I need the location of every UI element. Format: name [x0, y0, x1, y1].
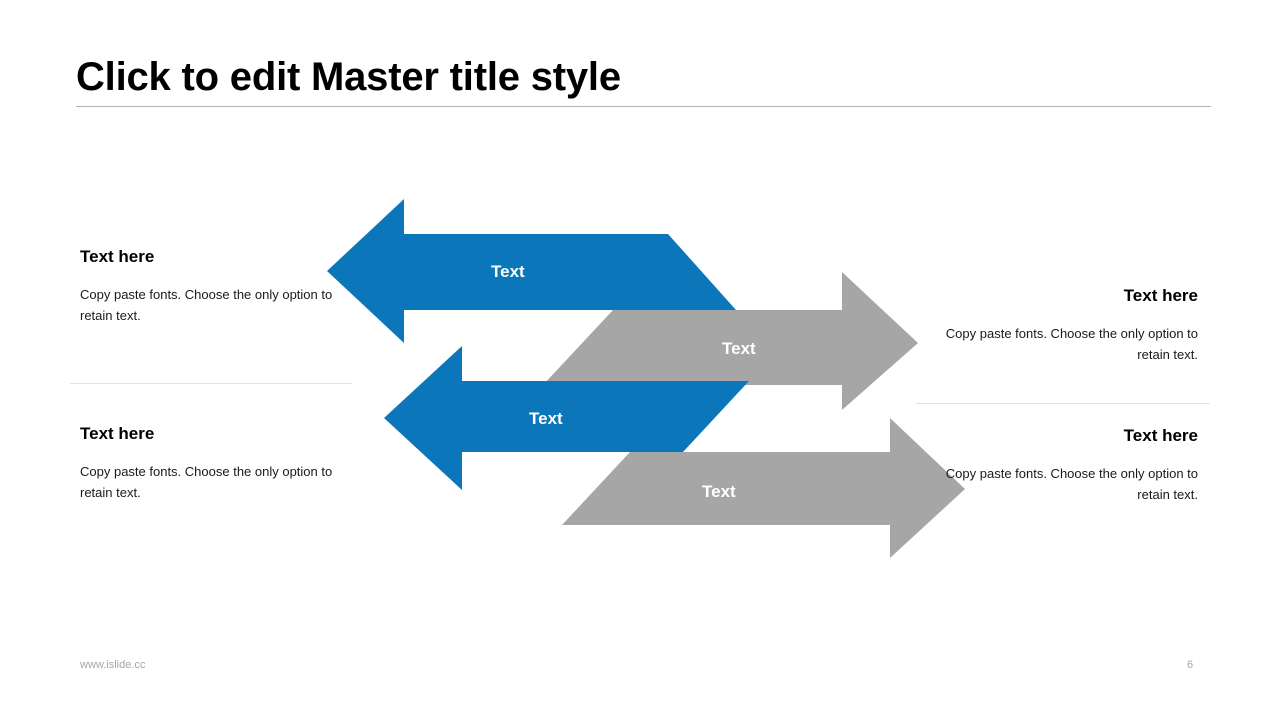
- text-block-right-2-heading: Text here: [1123, 426, 1198, 445]
- text-block-left-2-heading: Text here: [80, 424, 155, 443]
- arrow-label-gray-bottom: Text: [702, 482, 736, 501]
- arrow-label-blue-top: Text: [491, 262, 525, 281]
- footer-page-number: 6: [1186, 659, 1194, 671]
- arrow-blue-top[interactable]: [327, 199, 736, 343]
- text-block-right-1-heading: Text here: [1123, 286, 1198, 305]
- arrow-label-blue-bottom: Text: [529, 409, 563, 428]
- title-placeholder[interactable]: Click to edit Master title style: [76, 52, 1211, 102]
- arrow-label-gray-top: Text: [722, 339, 756, 358]
- arrow-gray-bottom[interactable]: [562, 418, 965, 558]
- text-block-left-1[interactable]: Text here Copy paste fonts. Choose the o…: [80, 246, 360, 326]
- divider-right: [916, 403, 1210, 404]
- arrow-blue-bottom[interactable]: [384, 346, 749, 490]
- footer-url[interactable]: www.islide.cc: [80, 659, 146, 671]
- text-block-right-2[interactable]: Text here Copy paste fonts. Choose the o…: [918, 425, 1198, 505]
- divider-left: [70, 383, 352, 384]
- text-block-left-1-body: Copy paste fonts. Choose the only option…: [80, 287, 333, 323]
- text-block-right-1[interactable]: Text here Copy paste fonts. Choose the o…: [918, 285, 1198, 365]
- arrow-gray-top[interactable]: [543, 272, 918, 410]
- page-title: Click to edit Master title style: [76, 55, 621, 99]
- text-block-left-1-heading: Text here: [80, 247, 155, 266]
- text-block-left-2-body: Copy paste fonts. Choose the only option…: [80, 464, 333, 500]
- title-underline-rule: [76, 106, 1211, 107]
- text-block-right-2-body: Copy paste fonts. Choose the only option…: [945, 466, 1198, 502]
- text-block-left-2[interactable]: Text here Copy paste fonts. Choose the o…: [80, 423, 360, 503]
- text-block-right-1-body: Copy paste fonts. Choose the only option…: [945, 326, 1198, 362]
